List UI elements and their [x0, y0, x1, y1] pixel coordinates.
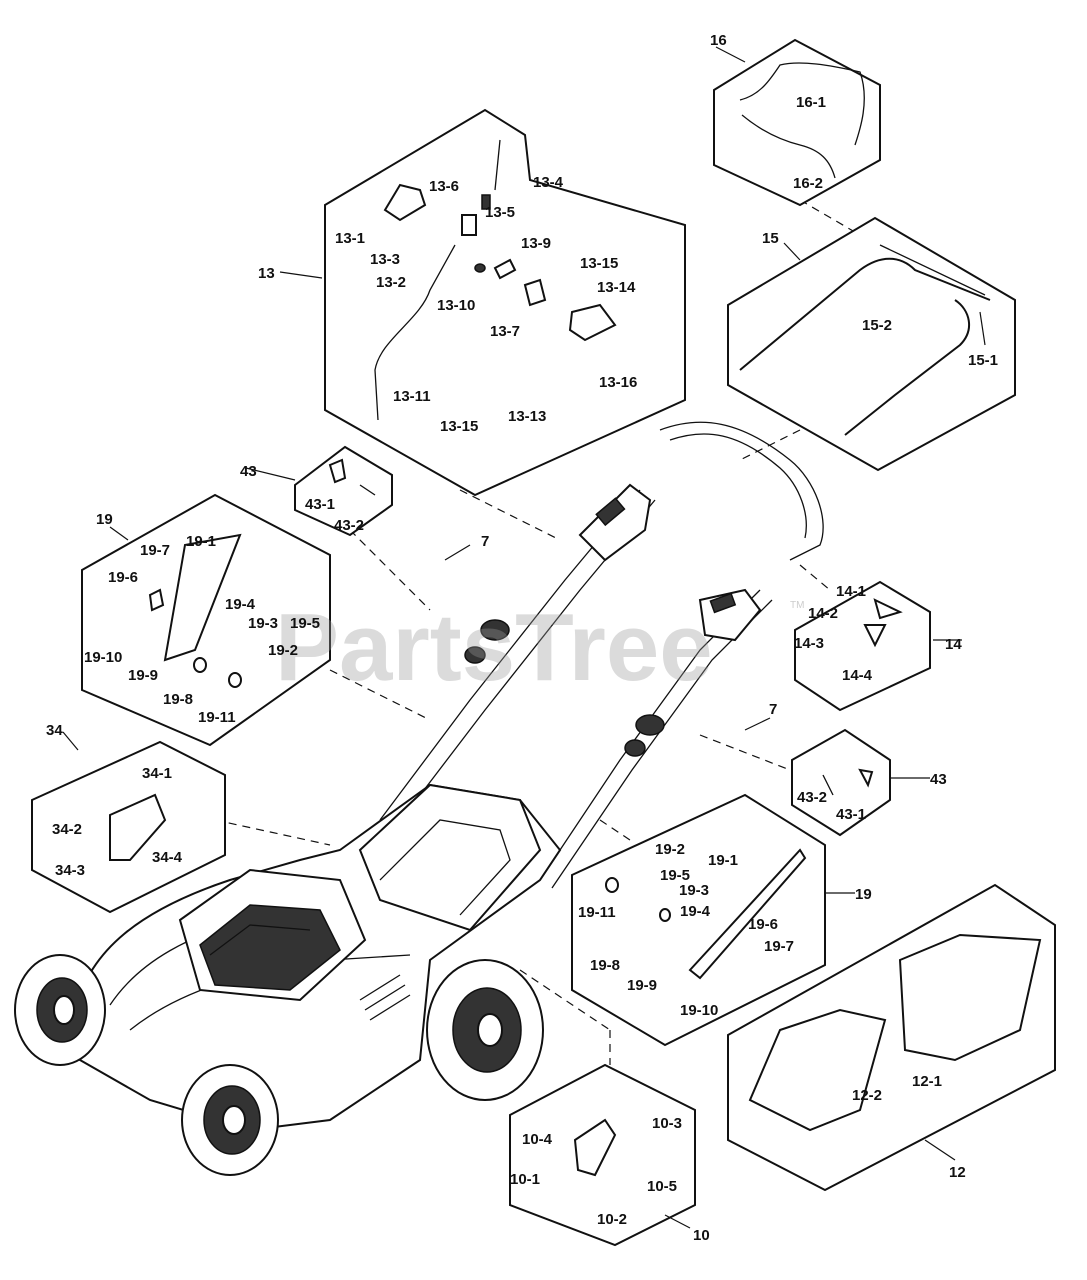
callout-34-1: 34-1	[142, 765, 172, 782]
callout-13-15: 13-15	[580, 255, 618, 272]
callout-13-16: 13-16	[599, 374, 637, 391]
callout-19-11: 19-11	[578, 904, 616, 921]
callout-14-1: 14-1	[836, 583, 866, 600]
callout-19-9: 19-9	[128, 667, 158, 684]
front-right-wheel	[181, 1064, 279, 1176]
callout-19-9: 19-9	[627, 977, 657, 994]
callout-12-2: 12-2	[852, 1087, 882, 1104]
callout-19-8: 19-8	[590, 957, 620, 974]
callout-13-3: 13-3	[370, 251, 400, 268]
callout-10-2: 10-2	[597, 1211, 627, 1228]
callout-14-4: 14-4	[842, 667, 873, 684]
callout-43-2: 43-2	[334, 517, 364, 534]
callout-34-4: 34-4	[152, 849, 183, 866]
box-19-left	[81, 493, 331, 747]
watermark: PartsTree	[275, 594, 713, 701]
mower-assembly	[14, 421, 824, 1176]
callout-14: 14	[945, 636, 962, 653]
callout-34: 34	[46, 722, 63, 739]
callout-13-2: 13-2	[376, 274, 406, 291]
callout-19-5: 19-5	[290, 615, 320, 632]
callout-19-6: 19-6	[748, 916, 778, 933]
box-19-right	[571, 793, 826, 1047]
callout-13-13: 13-13	[508, 408, 546, 425]
box-14	[794, 580, 931, 712]
callout-19-11: 19-11	[198, 709, 236, 726]
callout-19-2: 19-2	[268, 642, 298, 659]
callout-19-1: 19-1	[186, 533, 216, 550]
callout-10-4: 10-4	[522, 1131, 553, 1148]
callout-16: 16	[710, 32, 727, 49]
callout-16-2: 16-2	[793, 175, 823, 192]
callout-13-5: 13-5	[485, 204, 515, 221]
callout-13-14: 13-14	[597, 279, 636, 296]
callout-10: 10	[693, 1227, 710, 1244]
callout-19-4: 19-4	[225, 596, 256, 613]
callout-34-3: 34-3	[55, 862, 85, 879]
callout-16-1: 16-1	[796, 94, 826, 111]
callout-12-1: 12-1	[912, 1073, 942, 1090]
leader-lines	[62, 46, 986, 1229]
callout-labels: 16 16-1 16-2 15 15-1 15-2 13 13-1 13-2 13-3 13-4 13…	[46, 32, 998, 1244]
box-10	[509, 1063, 696, 1247]
callout-13-15: 13-15	[440, 418, 478, 435]
callout-7: 7	[481, 533, 489, 550]
callout-12: 12	[949, 1164, 966, 1181]
box-34	[31, 740, 226, 914]
watermark-trademark: TM	[790, 600, 804, 611]
callout-19: 19	[96, 511, 113, 528]
callout-13-7: 13-7	[490, 323, 520, 340]
front-left-wheel	[14, 954, 106, 1066]
callout-13-10: 13-10	[437, 297, 475, 314]
callout-15: 15	[762, 230, 779, 247]
callout-19-3: 19-3	[248, 615, 278, 632]
box-12-grass-bag	[727, 883, 1056, 1192]
callout-10-5: 10-5	[647, 1178, 677, 1195]
callout-19-10: 19-10	[84, 649, 122, 666]
box-43-right	[791, 728, 891, 837]
callout-19-6: 19-6	[108, 569, 138, 586]
box-43-top	[294, 445, 393, 537]
callout-19-10: 19-10	[680, 1002, 718, 1019]
callout-43-1: 43-1	[305, 496, 335, 513]
callout-19-4: 19-4	[680, 903, 711, 920]
callout-13-9: 13-9	[521, 235, 551, 252]
rear-right-wheel	[426, 959, 544, 1101]
callout-14-3: 14-3	[794, 635, 824, 652]
callout-13: 13	[258, 265, 275, 282]
callout-43-1: 43-1	[836, 806, 866, 823]
callout-13-6: 13-6	[429, 178, 459, 195]
callout-10-1: 10-1	[510, 1171, 540, 1188]
callout-43: 43	[930, 771, 947, 788]
callout-15-2: 15-2	[862, 317, 892, 334]
callout-19-3: 19-3	[679, 882, 709, 899]
callout-43-2: 43-2	[797, 789, 827, 806]
callout-13-1: 13-1	[335, 230, 365, 247]
callout-19-2: 19-2	[655, 841, 685, 858]
box-16-bail	[713, 38, 881, 207]
callout-10-3: 10-3	[652, 1115, 682, 1132]
box-13-control	[324, 108, 686, 497]
callout-19-7: 19-7	[764, 938, 794, 955]
callout-19-1: 19-1	[708, 852, 738, 869]
callout-14-2: 14-2	[808, 605, 838, 622]
box-15-upper-handle	[727, 216, 1016, 472]
callout-43: 43	[240, 463, 257, 480]
callout-34-2: 34-2	[52, 821, 82, 838]
callout-19: 19	[855, 886, 872, 903]
callout-19-8: 19-8	[163, 691, 193, 708]
callout-15-1: 15-1	[968, 352, 998, 369]
callout-19-7: 19-7	[140, 542, 170, 559]
callout-19-5: 19-5	[660, 867, 690, 884]
callout-13-4: 13-4	[533, 174, 564, 191]
callout-13-11: 13-11	[393, 388, 431, 405]
callout-7: 7	[769, 701, 777, 718]
